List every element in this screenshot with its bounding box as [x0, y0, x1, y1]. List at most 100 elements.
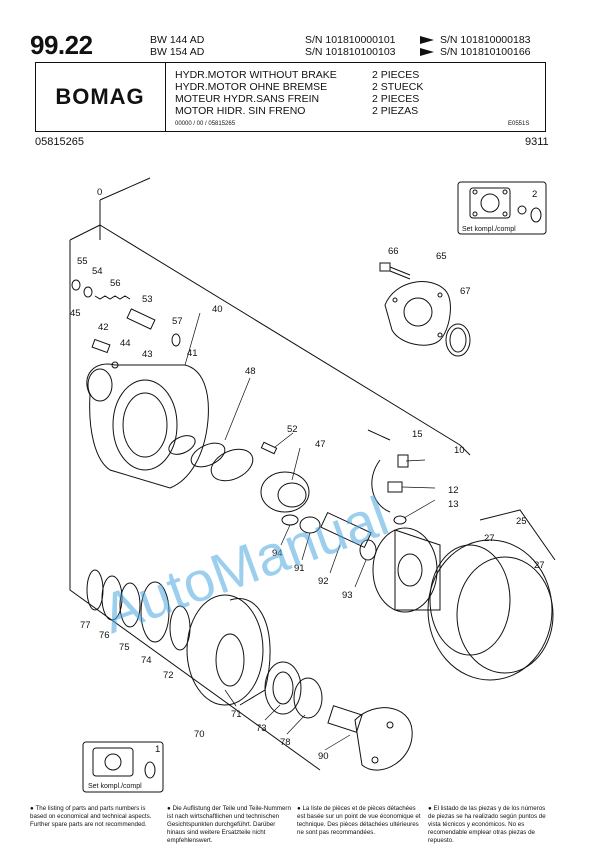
model-line-1: BW 144 AD — [150, 34, 205, 46]
output-flange — [327, 705, 413, 771]
o-ring-large — [445, 323, 471, 357]
callout-55: 55 — [77, 256, 88, 267]
callout-27b: 27 — [534, 560, 545, 571]
screw — [379, 262, 411, 280]
callout-42: 42 — [98, 322, 109, 333]
brake-drum — [427, 539, 554, 681]
callout-94: 94 — [272, 548, 283, 559]
exploded-parts-diagram: 0 55 54 56 53 57 45 42 44 43 41 40 48 52… — [69, 177, 556, 793]
leader-lines — [184, 312, 436, 751]
callout-54: 54 — [92, 266, 103, 277]
callout-47: 47 — [315, 439, 326, 450]
arrow-right-icon — [420, 36, 434, 44]
quantity-fr: 2 PIECES — [372, 93, 420, 105]
outline-leader-0 — [99, 177, 151, 201]
callout-67: 67 — [460, 286, 471, 297]
callout-91: 91 — [294, 563, 305, 574]
bullet-icon: ● — [297, 805, 303, 812]
callout-72: 72 — [163, 670, 174, 681]
description-es: MOTOR HIDR. SIN FRENO — [175, 105, 306, 117]
logo-cell: BOMAG — [35, 62, 166, 132]
bullet-icon: ● — [428, 805, 434, 812]
serial-from-1: S/N 101810000101 — [305, 34, 396, 46]
footnote-text: Die Auflistung der Teile und Teile-Numme… — [167, 805, 291, 844]
wheel-hub — [186, 594, 271, 706]
page-number: 99.22 — [30, 30, 93, 60]
callout-71: 71 — [231, 709, 242, 720]
shaft-parts — [281, 511, 377, 561]
callout-10: 10 — [454, 445, 465, 456]
serial-to-1: S/N 101810000183 — [440, 34, 531, 46]
footnote-en: ● The listing of parts and parts numbers… — [30, 805, 155, 829]
set-number-bottom: 1 — [155, 744, 160, 755]
callout-70: 70 — [194, 729, 205, 740]
footnote-text: The listing of parts and parts numbers i… — [30, 805, 152, 828]
watermark: AutoManual — [94, 484, 396, 645]
bullet-icon: ● — [167, 805, 173, 812]
callout-66: 66 — [388, 246, 399, 257]
rotor-assembly — [260, 441, 310, 513]
callout-53: 53 — [142, 294, 153, 305]
serial-to-2: S/N 101810100166 — [440, 46, 531, 58]
footnote-fr: ● La liste de pièces et de pièces détach… — [297, 805, 422, 837]
motor-housing — [86, 363, 209, 489]
title-block — [35, 62, 546, 132]
set-label-top: Set kompl./compl — [462, 226, 516, 233]
edition-code: E0551S — [508, 121, 530, 127]
description-en: HYDR.MOTOR WITHOUT BRAKE — [175, 69, 337, 81]
callout-15: 15 — [412, 429, 423, 440]
model-line-2: BW 154 AD — [150, 46, 205, 58]
callout-76: 76 — [99, 630, 110, 641]
outline-housing — [69, 240, 321, 771]
callout-27a: 27 — [484, 533, 495, 544]
callout-0: 0 — [97, 187, 102, 198]
arrow-right-icon — [420, 48, 434, 56]
set-kit-box-bottom — [82, 741, 164, 793]
callout-92: 92 — [318, 576, 329, 587]
part-number: 05815265 — [35, 136, 84, 148]
quantity-en: 2 PIECES — [372, 69, 420, 81]
hub-bearings — [264, 661, 323, 719]
callout-77: 77 — [80, 620, 91, 631]
quantity-es: 2 PIEZAS — [372, 105, 419, 117]
callout-57: 57 — [172, 316, 183, 327]
callout-25: 25 — [516, 516, 527, 527]
set-number-top: 2 — [532, 189, 537, 200]
description-de: HYDR.MOTOR OHNE BREMSE — [175, 81, 328, 93]
set-label-bottom: Set kompl./compl — [88, 783, 142, 790]
callout-48: 48 — [245, 366, 256, 377]
callout-43: 43 — [142, 349, 153, 360]
callout-93: 93 — [342, 590, 353, 601]
footnote-text: La liste de pièces et de pièces détachée… — [297, 805, 421, 836]
callout-73: 73 — [256, 723, 267, 734]
outline-drum — [479, 509, 556, 561]
seal-rings — [168, 435, 254, 482]
callout-45: 45 — [70, 308, 81, 319]
footnote-text: El listado de las piezas y de los número… — [428, 805, 546, 844]
callout-12: 12 — [448, 485, 459, 496]
callout-13: 13 — [448, 499, 459, 510]
callout-75: 75 — [119, 642, 130, 653]
callout-90: 90 — [318, 751, 329, 762]
footnote-de: ● Die Auflistung der Teile und Teile-Num… — [167, 805, 292, 845]
brand-logo: BOMAG — [55, 84, 145, 109]
quantity-de: 2 STUECK — [372, 81, 424, 93]
callout-40: 40 — [212, 304, 223, 315]
bullet-icon: ● — [30, 805, 36, 812]
cover-plate — [384, 281, 451, 346]
callout-41: 41 — [187, 348, 198, 359]
footnote-es: ● El listado de las piezas y de los núme… — [428, 805, 553, 845]
port-plate — [372, 527, 441, 613]
document-code: 00000 / 00 / 05815265 — [175, 121, 236, 127]
date-code: 9311 — [525, 136, 549, 148]
callout-74: 74 — [141, 655, 152, 666]
callout-56: 56 — [110, 278, 121, 289]
small-valve-parts — [71, 279, 181, 369]
serial-from-2: S/N 101810100103 — [305, 46, 396, 58]
callout-65: 65 — [436, 251, 447, 262]
callout-44: 44 — [120, 338, 131, 349]
callout-78: 78 — [280, 737, 291, 748]
callout-52: 52 — [287, 424, 298, 435]
set-kit-box-top — [457, 181, 547, 235]
description-fr: MOTEUR HYDR.SANS FREIN — [175, 93, 320, 105]
